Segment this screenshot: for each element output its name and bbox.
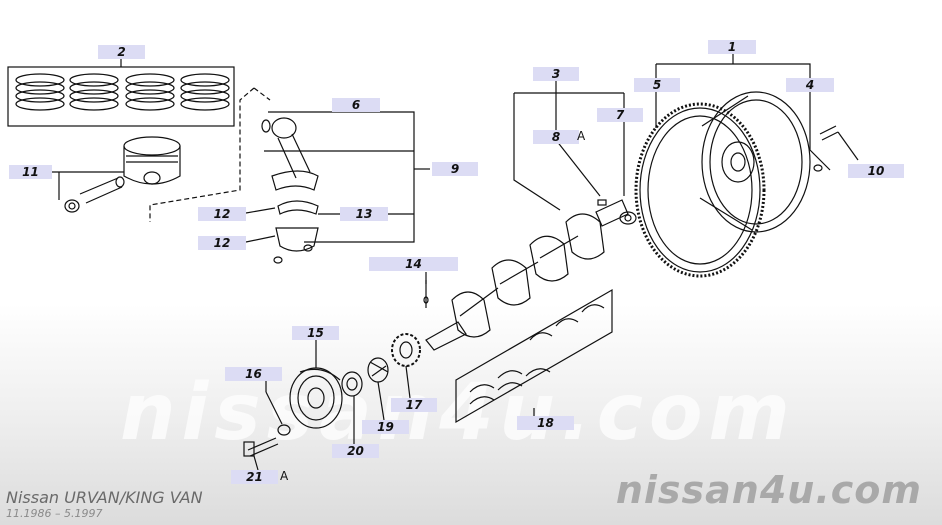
callout-14: 14 — [369, 257, 458, 271]
callout-12-lower: 12 — [198, 236, 246, 250]
callout-10: 10 — [848, 164, 904, 178]
vehicle-model: Nissan URVAN/KING VAN — [6, 488, 203, 507]
connecting-rod — [261, 117, 319, 191]
piston-ring-set — [7, 66, 235, 127]
callout-3: 3 — [533, 67, 579, 81]
watermark-text: nissan4u.com — [120, 368, 796, 458]
crank-key — [597, 199, 607, 206]
crank-pulley — [289, 367, 343, 429]
snap-ring — [64, 199, 80, 213]
pulley-washer — [341, 371, 363, 397]
key-pin — [423, 280, 429, 308]
ring-stack-3 — [125, 73, 175, 111]
callout-9: 9 — [432, 162, 478, 176]
callout-12-upper: 12 — [198, 207, 246, 221]
ring-stack-4 — [180, 73, 230, 111]
rod-cap — [273, 227, 319, 264]
callout-21-suffix: A — [280, 469, 289, 483]
callout-18: 18 — [517, 416, 574, 430]
crankshaft — [425, 199, 629, 351]
main-bearing-set — [455, 288, 613, 424]
brand-logo-text: nissan4u.com — [615, 468, 922, 512]
piston — [123, 136, 181, 185]
callout-1: 1 — [708, 40, 756, 54]
rod-bearing-upper — [277, 200, 319, 215]
callout-2: 2 — [98, 45, 145, 59]
callout-6: 6 — [332, 98, 380, 112]
production-dates: 11.1986 – 5.1997 — [6, 507, 103, 520]
callout-17: 17 — [391, 398, 437, 412]
piston-pin — [79, 176, 125, 204]
callout-11: 11 — [9, 165, 52, 179]
callout-7: 7 — [597, 108, 643, 122]
oil-seal-ring — [367, 357, 389, 383]
callout-20: 20 — [332, 444, 379, 458]
callout-4: 4 — [786, 78, 834, 92]
pilot-bushing — [619, 211, 637, 225]
crank-sprocket — [391, 333, 421, 367]
callout-13: 13 — [340, 207, 388, 221]
callout-15: 15 — [292, 326, 339, 340]
ring-stack-2 — [69, 73, 119, 111]
callout-19: 19 — [362, 420, 409, 434]
ring-gear — [634, 102, 766, 278]
flywheel-bolt — [813, 125, 839, 172]
callout-16: 16 — [225, 367, 282, 381]
callout-8-suffix: A — [577, 129, 586, 143]
flywheel — [699, 91, 811, 233]
ring-set-frame — [7, 66, 235, 127]
ring-stack-1 — [15, 73, 65, 111]
pulley-bolt — [243, 437, 279, 457]
callout-8: 8 — [533, 130, 579, 144]
callout-5: 5 — [634, 78, 680, 92]
bolt-washer — [277, 424, 291, 436]
callout-21: 21 — [231, 470, 278, 484]
